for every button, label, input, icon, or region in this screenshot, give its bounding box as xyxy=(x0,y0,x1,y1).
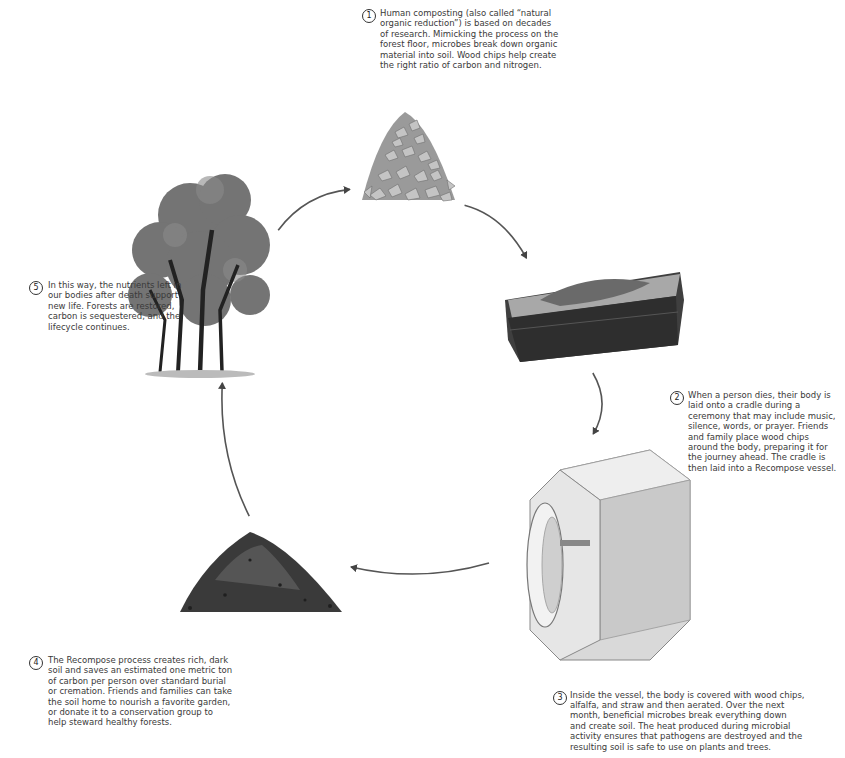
stage-description: Inside the vessel, the body is covered w… xyxy=(570,690,805,752)
stage-node: The Recompose process creates rich, dark… xyxy=(175,522,345,617)
stage-description: When a person dies, their body is laid o… xyxy=(688,390,838,473)
cycle-arrow xyxy=(278,189,350,230)
stage-node: Inside the vessel, the body is covered w… xyxy=(495,440,693,680)
callout-number: 1 xyxy=(362,9,376,23)
vessel xyxy=(527,450,690,660)
callout-number: 3 xyxy=(553,691,567,705)
soil-pile xyxy=(180,532,342,612)
stage-description: The Recompose process creates rich, dark… xyxy=(48,655,233,728)
cycle-arrow xyxy=(222,383,249,516)
cycle-arrow xyxy=(465,205,527,258)
cycle-arrow xyxy=(351,563,489,574)
callout-number: 4 xyxy=(29,656,43,670)
stage-description: Human composting (also called “natural o… xyxy=(380,8,560,70)
stage-node: In this way, the nutrients left in our b… xyxy=(128,172,273,377)
callout-number: 2 xyxy=(670,391,684,405)
wood-chips xyxy=(362,112,455,201)
stage-node: When a person dies, their body is laid o… xyxy=(500,262,685,367)
callout-number: 5 xyxy=(29,281,43,295)
cycle-arrow xyxy=(593,373,602,434)
trees xyxy=(128,174,270,378)
cradle xyxy=(505,272,684,362)
stage-node: Human composting (also called “natural o… xyxy=(355,108,460,205)
stage-description: In this way, the nutrients left in our b… xyxy=(48,280,193,332)
